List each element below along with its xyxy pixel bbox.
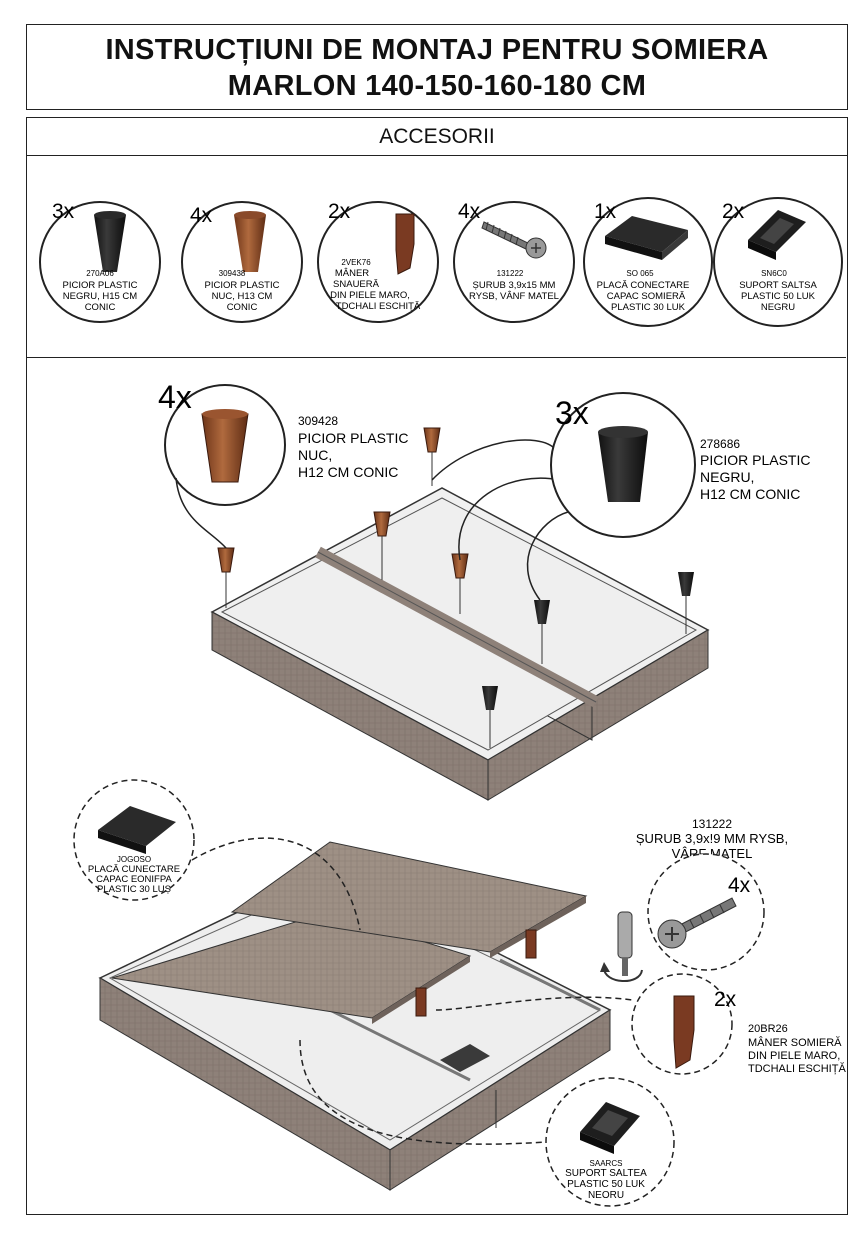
label-text: NEGRU, H15 CM — [63, 291, 138, 302]
accessories-row — [27, 156, 846, 358]
black-leg — [482, 686, 498, 748]
label-text: 3x — [555, 395, 589, 431]
label-text: 2x — [714, 988, 737, 1011]
label-text: TDCHALI ESCHIȚĂ — [336, 301, 421, 312]
label-text: JOGOSO — [117, 855, 151, 864]
accessories-header: ACCESORII — [27, 118, 847, 156]
label-text: SN6C0 — [761, 269, 787, 278]
black-cone-leg-icon — [94, 215, 126, 272]
label-text: CONIC — [227, 302, 258, 313]
accessory-black-leg: 3x 270A06 PICIOR PLASTIC NEGRU, H15 CM C… — [39, 200, 161, 323]
label-text: NUC, — [298, 447, 332, 463]
label-text: 4x — [458, 200, 481, 223]
label-text: 2x — [328, 200, 351, 223]
step1-legs — [217, 427, 694, 748]
label-text: 20BR26 — [748, 1023, 788, 1035]
label-text: NEORU — [588, 1190, 624, 1201]
label-text: RYSB, VÂNF MATEL — [469, 291, 559, 302]
label-text: NEGRU, — [700, 469, 754, 485]
label-text: PICIOR PLASTIC — [63, 280, 138, 291]
label-text: H12 CM CONIC — [298, 464, 398, 480]
label-text: 131222 — [497, 269, 524, 278]
main-panel: ACCESORII — [26, 117, 848, 1215]
label-text: PLASTIC 30 LUȘ — [97, 884, 171, 895]
accessory-mattress-support: 2x SN6C0 SUPORT SALTSA PLASTIC 50 LUK NE… — [713, 197, 843, 327]
label-text: 4x — [728, 874, 751, 897]
black-leg — [678, 572, 694, 634]
walnut-leg — [451, 553, 469, 614]
label-text: DIN PIELE MARO, — [748, 1050, 840, 1062]
mattress-support-icon — [748, 210, 806, 260]
label-text: CAPAC SOMIERĂ — [607, 291, 686, 302]
label-text: ȘURUB 3,9x!9 MM RYSB, — [636, 831, 788, 846]
lid-panel-right — [230, 841, 588, 1017]
label-text: 309428 — [298, 414, 338, 428]
bed-base-step1 — [210, 487, 710, 801]
label-text: H12 CM CONIC — [700, 486, 800, 502]
accessory-walnut-leg: 4x 309438 PICIOR PLASTIC NUC, H13 CM CON… — [181, 201, 303, 323]
label-text: ȘURUB 3,9x15 MM — [473, 280, 556, 291]
accessory-connector-plate: 1x SO 065 PLACĂ CONECTARE CAPAC SOMIERĂ … — [583, 197, 713, 327]
label-text: SAARCS — [590, 1159, 623, 1168]
walnut-leg — [423, 427, 441, 486]
black-leg — [534, 600, 550, 664]
label-text: CONIC — [85, 302, 116, 313]
label-text: 278686 — [700, 437, 740, 451]
walnut-leg — [217, 547, 235, 608]
label-text: MÂNER SOMIERĂ — [748, 1036, 842, 1049]
step1-callout-black: 3x 278686 PICIOR PLASTIC NEGRU, H12 CM C… — [431, 392, 810, 601]
label-text: CAPAC EONIFPA — [96, 874, 172, 885]
label-text: SNAUERĂ — [333, 279, 380, 290]
label-text: PLACĂ CUNECTARE — [88, 864, 180, 875]
title-line-1: INSTRUCȚIUNI DE MONTAJ PENTRU SOMIERA — [105, 34, 769, 66]
connector-plate-icon — [605, 216, 688, 260]
label-text: 2VEK76 — [341, 258, 371, 267]
title-box: INSTRUCȚIUNI DE MONTAJ PENTRU SOMIERA MA… — [26, 24, 848, 110]
step2-callout-plate: JOGOSO PLACĂ CUNECTARE CAPAC EONIFPA PLA… — [73, 779, 361, 931]
label-text: 4x — [190, 204, 213, 227]
label-text: PLASTIC 50 LUK — [567, 1179, 645, 1190]
label-text: PICIOR PLASTIC — [205, 280, 280, 291]
accessory-qty: 3x — [52, 200, 75, 223]
label-text: NUC, H13 CM — [212, 291, 273, 302]
label-text: SUPORT SALTEA — [565, 1168, 647, 1179]
label-text: 309438 — [219, 269, 246, 278]
label-text: NEGRU — [761, 302, 795, 313]
label-text: PICIOR PLASTIC — [700, 452, 810, 468]
label-text: 4x — [158, 379, 192, 415]
label-text: 131222 — [692, 817, 732, 831]
label-text: PLACĂ CONECTARE — [597, 280, 690, 291]
accessory-code: 270A06 — [86, 269, 114, 278]
label-text: SUPORT SALTSA — [739, 280, 817, 291]
screwdriver-icon — [600, 911, 643, 983]
label-text: PLASTIC 30 LUK — [611, 302, 686, 313]
step2-callout-handle: 2x 20BR26 MÂNER SOMIERĂ DIN PIELE MARO, … — [435, 973, 846, 1075]
title-line-2: MARLON 140-150-160-180 CM — [227, 70, 647, 102]
accessory-handle: 2x 2VEK76 MÂNER SNAUERĂ DIN PIELE MARO, … — [317, 200, 439, 323]
leather-handle-icon — [395, 213, 415, 275]
label-text: MÂNER — [335, 268, 369, 279]
walnut-leg — [373, 511, 391, 580]
label-text: 1x — [594, 200, 617, 223]
step1-callout-walnut: 4x 309428 PICIOR PLASTIC NUC, H12 CM CON… — [158, 379, 408, 549]
label-text: TDCHALI ESCHIȚĂ — [748, 1062, 846, 1075]
step2-callout-support: SAARCS SUPORT SALTEA PLASTIC 50 LUK NEOR… — [299, 1039, 675, 1207]
label-text: PLASTIC 50 LUK — [741, 291, 816, 302]
label-text: DIN PIELE MARO, — [330, 290, 410, 301]
screw-icon — [481, 221, 547, 259]
label-text: 2x — [722, 200, 745, 223]
walnut-cone-leg-icon — [234, 215, 266, 272]
label-text: SO 065 — [626, 269, 654, 278]
label-text: PICIOR PLASTIC — [298, 430, 408, 446]
accessory-screw: 4x 131222 ȘURUB 3,9x15 MM RYSB, VÂNF MAT… — [453, 200, 575, 323]
step2-callout-screw: 131222 ȘURUB 3,9x!9 MM RYSB, VÂRF MATEL … — [600, 817, 788, 983]
